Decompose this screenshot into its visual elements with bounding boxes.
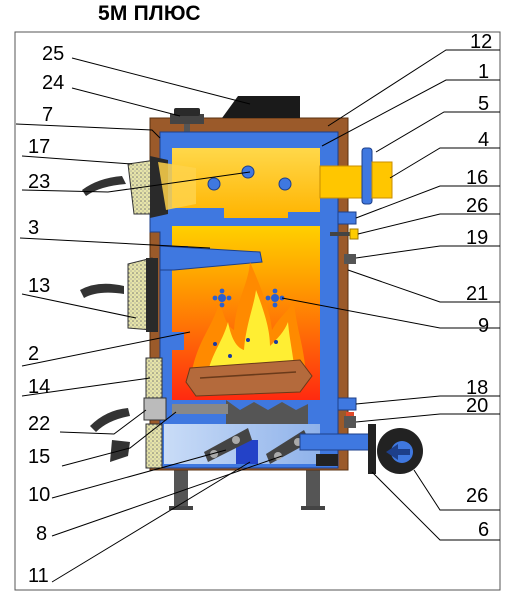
ash-pan [236,440,258,464]
flue-gas-chamber [172,148,320,218]
ember-dots [213,338,278,358]
label-4: 4 [478,129,489,151]
flue-spigot [319,165,365,199]
regulator-knob [170,114,204,124]
label-24: 24 [42,72,64,94]
label-17: 17 [28,136,50,158]
flue-tube [207,177,221,191]
flue-end [371,161,393,199]
outer-frame [14,31,501,591]
middle-door-frame [146,258,158,332]
leader-lines [15,49,500,583]
grate-bar [172,404,228,414]
sensor-26 [330,232,352,236]
firewood [185,359,313,397]
blower-duct [299,433,373,451]
pipe-stub-lower [337,397,357,411]
label-10: 10 [28,484,50,506]
leg-left [174,468,188,508]
label-9: 9 [478,315,489,337]
pipe-stub-upper [337,211,357,225]
regulator-stem [184,124,190,134]
lower-door-frame [143,397,167,421]
ash-door-insulation [145,423,163,469]
flame-inner [206,290,295,382]
lever-pivot [232,436,240,444]
regulator-knob-top [174,108,200,116]
label-25: 25 [42,43,64,65]
leg-right [306,468,320,508]
label-15: 15 [28,446,50,468]
flue-tube [278,177,292,191]
leg-left-foot [169,506,193,510]
label-20: 20 [466,395,488,417]
secondary-air-nozzle [212,288,232,308]
upper-chute [158,162,196,210]
fitting-19 [344,254,356,264]
fitting-20-cap [346,412,354,416]
leg-right-foot [301,506,325,510]
label-1: 1 [478,61,489,83]
label-2: 2 [28,343,39,365]
firewood-line [199,371,297,379]
blower-base [316,454,338,466]
flue-flange [361,147,373,205]
lower-door-handle [90,408,130,432]
label-7: 7 [42,104,53,126]
label-21: 21 [466,283,488,305]
label-19: 19 [466,227,488,249]
upper-door-handle [82,176,126,196]
label-14: 14 [28,376,50,398]
part-labels: 25 24 7 17 23 3 13 2 14 22 15 10 8 11 12… [28,31,492,587]
label-23: 23 [28,171,50,193]
label-13: 13 [28,275,50,297]
label-8: 8 [36,523,47,545]
secondary-air-nozzle [265,288,285,308]
label-16: 16 [466,167,488,189]
label-6: 6 [478,519,489,541]
label-26-bottom: 26 [466,485,488,507]
fitting-20 [344,416,356,428]
label-3: 3 [28,217,39,239]
label-12: 12 [470,31,492,53]
blower-flange [368,424,376,474]
blower-arrow-icon [386,444,410,460]
middle-door-handle [80,283,124,298]
label-11: 11 [28,565,49,587]
sensor-26-tip [349,228,359,240]
diagram-title: 5М ПЛЮС [98,2,201,25]
lever-pivot [210,450,218,458]
baffle-plate [159,245,263,271]
grate [226,400,308,424]
label-18: 18 [466,377,488,399]
label-26-top: 26 [466,195,488,217]
label-22: 22 [28,413,50,435]
label-5: 5 [478,93,489,115]
